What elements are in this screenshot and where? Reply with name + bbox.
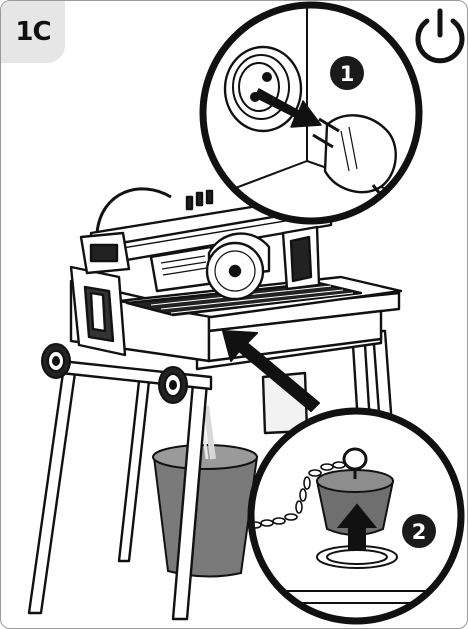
callout-drain-plug: 2	[249, 411, 468, 621]
power-icon	[418, 11, 462, 61]
callout-number-1: 1	[340, 62, 355, 86]
wheel-right	[159, 367, 187, 403]
callout-number-2: 2	[412, 520, 427, 544]
wheel-left	[42, 344, 70, 378]
callout-unplug: 1	[201, 1, 421, 221]
water-bucket	[153, 406, 257, 577]
